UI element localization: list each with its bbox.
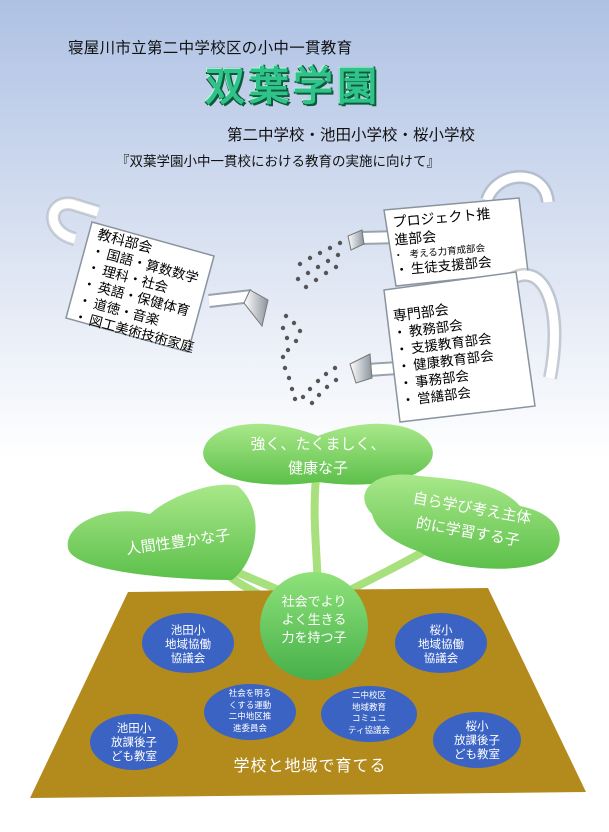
project-name: 『双葉学園小中一貫校における教育の実施に向けて』 <box>116 154 440 170</box>
community-council-circle: 二中校区 地域教育 コミュニ ティ協議会 <box>329 691 409 737</box>
leaf-top-text: 強く、たくましく、 健康な子 <box>218 432 418 480</box>
circle-line: 桜小 <box>429 623 453 637</box>
leaf-bud <box>260 572 368 680</box>
ikeda-council-circle: 池田小 地域協働 協議会 <box>148 623 228 665</box>
leaf-bud-line1: 社会でより <box>281 595 347 610</box>
sakura-council-circle: 桜小 地域協働 協議会 <box>401 623 481 665</box>
project-card: プロジェクト推 進部会 考える力育成部会 生徒支援部会 <box>392 205 495 279</box>
leaf-left <box>67 484 256 580</box>
soil-caption: 学校と地域で育てる <box>233 756 387 775</box>
leaf-top-line2: 健康な子 <box>287 459 348 477</box>
circle-line: 社会を明る <box>228 689 272 699</box>
leaf-bud-line3: 力を持つ子 <box>281 631 347 646</box>
schools-line: 第二中学校・池田小学校・桜小学校 <box>227 126 476 144</box>
circle-line: 地域協働 <box>165 637 211 651</box>
circle-line: 協議会 <box>423 651 459 665</box>
ikeda-afterschool-circle: 池田小 放課後子 ども教室 <box>94 721 174 763</box>
circle-line: ども教室 <box>111 749 157 763</box>
circle-line: ティ協議会 <box>348 725 390 736</box>
leaf-right <box>364 474 560 569</box>
circle-line: 地域教育 <box>351 702 386 713</box>
movement-committee-circle: 社会を明る くする運動 二中地区推 進委員会 <box>210 689 290 735</box>
circle-line: ども教室 <box>454 747 500 761</box>
circle-line: 二中地区推 <box>228 712 272 722</box>
page-title: 双葉学園 <box>205 64 381 110</box>
circle-line: 進委員会 <box>232 723 267 734</box>
specialist-card: 専門部会 教務部会 支援教育部会 健康教育部会 事務部会 営繕部会 <box>392 296 499 410</box>
leaf-bud-text: 社会でより よく生きる 力を持つ子 <box>264 594 364 648</box>
circle-line: 池田小 <box>116 721 152 735</box>
header-subtitle: 寝屋川市立第二中学校区の小中一貫教育 <box>68 39 353 57</box>
circle-line: 放課後子 <box>454 733 500 747</box>
circle-line: 放課後子 <box>111 735 157 749</box>
water-droplets <box>280 240 343 406</box>
circle-line: 池田小 <box>170 623 206 637</box>
organization-circles <box>90 613 521 770</box>
leaf-bud-line2: よく生きる <box>281 613 347 628</box>
circle-line: 協議会 <box>170 651 206 665</box>
circle-line: 二中校区 <box>351 691 386 701</box>
leaf-top <box>203 423 433 485</box>
circle-line: 桜小 <box>465 719 489 733</box>
circle-line: コミュニ <box>351 714 386 724</box>
circle-line: くする運動 <box>228 700 272 711</box>
leaf-top-line1: 強く、たくましく、 <box>250 435 386 453</box>
sakura-afterschool-circle: 桜小 放課後子 ども教室 <box>437 719 517 761</box>
circle-line: 地域協働 <box>418 637 464 651</box>
